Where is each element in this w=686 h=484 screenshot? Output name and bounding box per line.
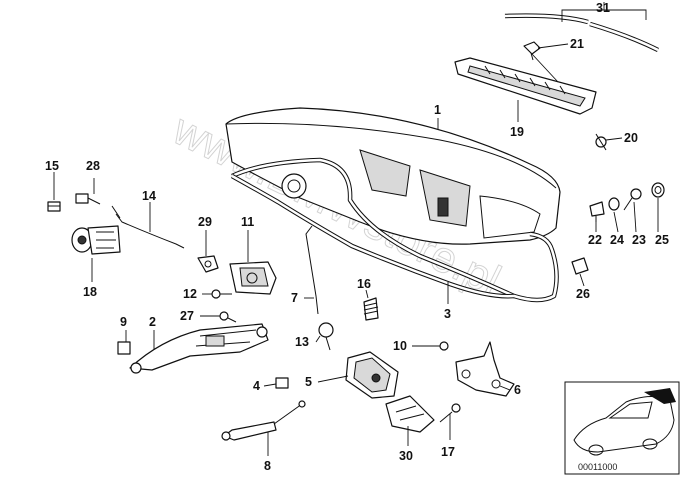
- callout-15: 15: [45, 159, 59, 173]
- clip-icon: [589, 201, 605, 222]
- callout-21: 21: [570, 37, 584, 51]
- screw-icon: [595, 133, 607, 151]
- callout-6: 6: [514, 383, 521, 397]
- pull-rod-end: [111, 205, 121, 219]
- callout-29: 29: [198, 215, 212, 229]
- rubber-buffer: [363, 297, 379, 321]
- lock-cover: [385, 395, 435, 433]
- leader-lines: [53, 2, 659, 456]
- callout-4: 4: [253, 379, 260, 393]
- callout-5: 5: [305, 375, 312, 389]
- callout-18: 18: [83, 285, 97, 299]
- callout-24: 24: [610, 233, 624, 247]
- callout-17: 17: [441, 445, 455, 459]
- pull-rod: [115, 213, 185, 249]
- bolt-icon: [75, 193, 101, 205]
- callout-11: 11: [241, 215, 254, 229]
- callout-13: 13: [295, 335, 309, 349]
- clip-icon: [523, 41, 541, 61]
- clip-icon: [571, 257, 589, 275]
- callout-28: 28: [86, 159, 100, 173]
- callout-16: 16: [357, 277, 371, 291]
- callout-25: 25: [655, 233, 669, 247]
- bolt-icon: [623, 188, 642, 211]
- callout-12: 12: [183, 287, 197, 301]
- washer-icon: [439, 341, 449, 351]
- bolt-icon: [318, 322, 334, 351]
- callout-31: 31: [596, 1, 610, 15]
- trunk-lid: [225, 107, 561, 245]
- screw-icon: [219, 311, 237, 323]
- lid-hinge: [129, 323, 269, 374]
- callout-10: 10: [393, 339, 407, 353]
- grommet-icon: [47, 201, 61, 212]
- trunk-seal: [230, 157, 559, 303]
- diagram-code: 00011000: [578, 462, 617, 472]
- callout-19: 19: [510, 125, 524, 139]
- trim-strip: [504, 13, 660, 53]
- pad-icon: [117, 341, 131, 355]
- lock-cylinder: [71, 225, 121, 255]
- washer-icon: [608, 197, 620, 211]
- trunk-light-switch: [229, 261, 277, 295]
- brake-light-housing: [454, 57, 597, 115]
- gas-strut: [221, 400, 306, 441]
- callout-8: 8: [264, 459, 271, 473]
- nut-icon: [651, 182, 665, 198]
- callout-9: 9: [120, 315, 127, 329]
- callout-30: 30: [399, 449, 413, 463]
- nut-icon: [275, 377, 289, 389]
- callout-22: 22: [588, 233, 602, 247]
- callout-20: 20: [624, 131, 638, 145]
- callout-27: 27: [180, 309, 194, 323]
- callout-7: 7: [291, 291, 298, 305]
- trunk-lock: [345, 351, 399, 399]
- screw-icon: [439, 403, 461, 423]
- lock-rod: [305, 225, 319, 315]
- callout-1: 1: [434, 103, 441, 117]
- callout-labels: 1 2 3 4 5 6 7 8 9 10 11 12 13 14 15 16 1…: [45, 1, 669, 473]
- vehicle-thumbnail: 00011000: [564, 381, 680, 475]
- callout-26: 26: [576, 287, 590, 301]
- callout-23: 23: [632, 233, 646, 247]
- callout-3: 3: [444, 307, 451, 321]
- callout-14: 14: [142, 189, 156, 203]
- callout-2: 2: [149, 315, 156, 329]
- screw-icon: [211, 289, 232, 299]
- lock-striker: [455, 341, 515, 397]
- clip-icon: [197, 255, 219, 273]
